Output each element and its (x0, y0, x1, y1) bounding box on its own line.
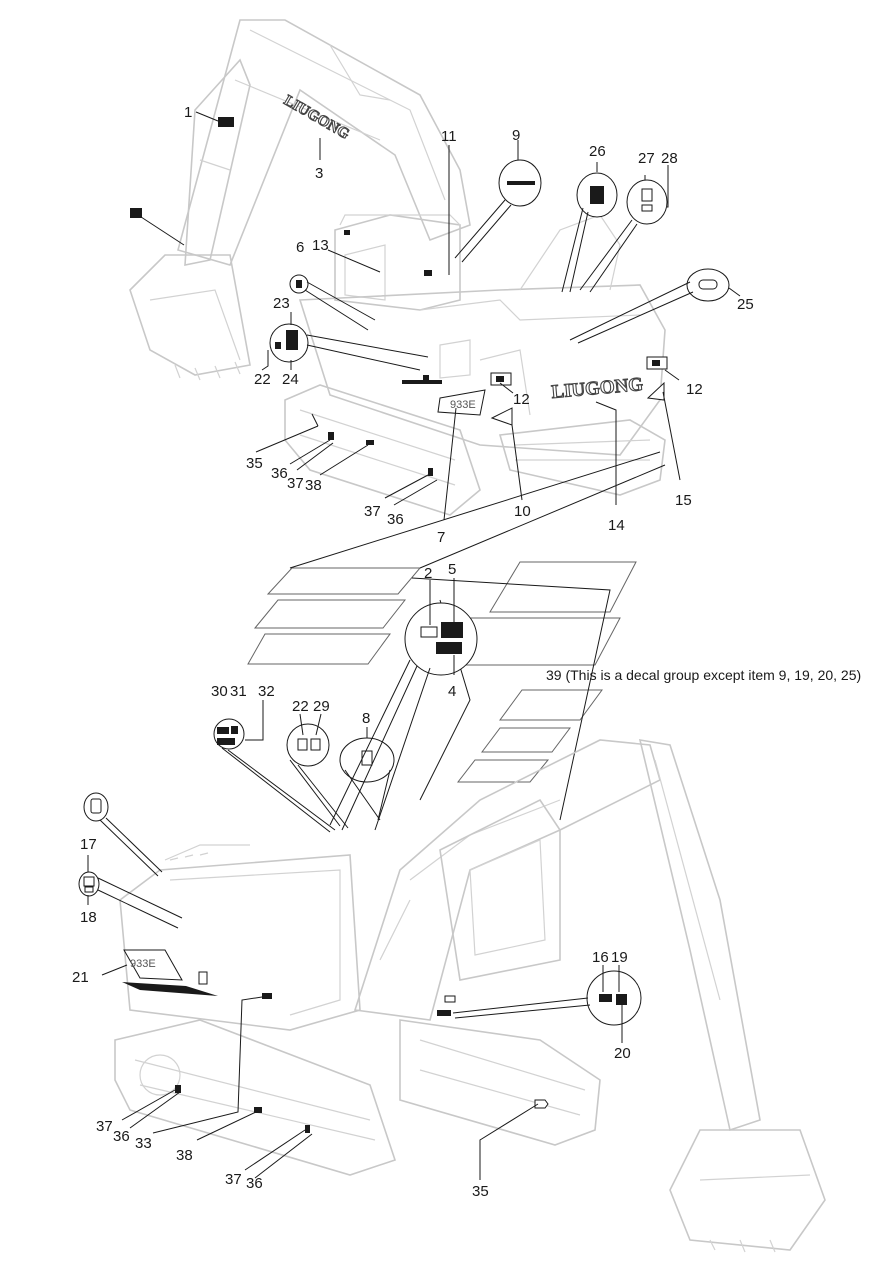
callout-2-4-5 (404, 602, 478, 676)
decal-35-bottom (534, 1099, 549, 1109)
decal-strips-left (247, 567, 422, 665)
decal-house (423, 375, 429, 383)
label-14: 14 (608, 517, 625, 534)
decal-38-top (366, 440, 374, 445)
label-19: 19 (611, 949, 628, 966)
decal-door (444, 995, 456, 1003)
label-36-bottom: 36 (113, 1128, 130, 1145)
label-12-right: 12 (686, 381, 703, 398)
label-37-top: 37 (287, 475, 304, 492)
label-22-mid: 22 (292, 698, 309, 715)
label-37-bottom: 37 (96, 1118, 113, 1135)
middle-leaders (221, 578, 455, 833)
decal-bucket (130, 208, 142, 218)
model-decal-top-text: 933E (450, 399, 476, 411)
bottom-excavator (114, 739, 826, 1253)
label-7: 7 (437, 529, 445, 546)
decal-16 (437, 1010, 451, 1016)
label-24: 24 (282, 371, 299, 388)
label-17: 17 (80, 836, 97, 853)
counterweight-brand-decal: LIUGONG (551, 374, 645, 403)
decal-37-bottom-b (305, 1125, 310, 1133)
label-36-top: 36 (271, 465, 288, 482)
label-36-bottom-b: 36 (246, 1175, 263, 1192)
decal-12-left-inner (496, 376, 504, 382)
decal-33 (262, 993, 272, 999)
label-5: 5 (448, 561, 456, 578)
label-16: 16 (592, 949, 609, 966)
label-32: 32 (258, 683, 275, 700)
decal-house-bottom (198, 971, 208, 985)
decal-37-top (328, 432, 334, 440)
label-10: 10 (514, 503, 531, 520)
decal-10 (490, 407, 513, 426)
label-9: 9 (512, 127, 520, 144)
number-labels: 1 3 6 9 11 13 23 22 24 26 27 28 25 12 12… (72, 104, 861, 1200)
label-35-top: 35 (246, 455, 263, 472)
label-28: 28 (661, 150, 678, 167)
label-38-bottom: 38 (176, 1147, 193, 1164)
top-leaders (137, 111, 741, 521)
label-18: 18 (80, 909, 97, 926)
label-4: 4 (448, 683, 456, 700)
label-13: 13 (312, 237, 329, 254)
label-2: 2 (424, 565, 432, 582)
decal-cab (424, 270, 432, 276)
decal-cab-top (344, 230, 350, 235)
label-26: 26 (589, 143, 606, 160)
note-39: 39 (This is a decal group except item 9,… (546, 667, 861, 683)
model-decal-bottom-text: 933E (130, 958, 156, 970)
label-37-top-b: 37 (364, 503, 381, 520)
decal-15 (646, 381, 665, 401)
decal-1 (218, 117, 234, 127)
label-30: 30 (211, 683, 228, 700)
callout-16-19-20 (586, 970, 642, 1026)
model-decal-top (437, 389, 486, 416)
label-29: 29 (313, 698, 330, 715)
label-27: 27 (638, 150, 655, 167)
side-stripe-bottom (122, 982, 218, 996)
label-36-top-b: 36 (387, 511, 404, 528)
side-stripe-top (402, 380, 442, 384)
label-33: 33 (135, 1135, 152, 1152)
decal-37-top-b (428, 468, 433, 476)
callout-22-29 (286, 723, 330, 767)
model-decal-bottom (123, 949, 183, 981)
label-31: 31 (230, 683, 247, 700)
label-15: 15 (675, 492, 692, 509)
label-37-bottom-b: 37 (225, 1171, 242, 1188)
top-excavator (129, 19, 666, 516)
bottom-leaders (87, 817, 623, 1180)
label-35-bottom: 35 (472, 1183, 489, 1200)
label-23: 23 (273, 295, 290, 312)
label-20: 20 (614, 1045, 631, 1062)
label-3: 3 (315, 165, 323, 182)
label-25: 25 (737, 296, 754, 313)
label-38-top: 38 (305, 477, 322, 494)
decal-12-right-inner (652, 360, 660, 366)
label-11: 11 (441, 128, 457, 145)
decal-37-bottom (175, 1085, 181, 1093)
label-6: 6 (296, 239, 304, 256)
decal-strips-right (444, 561, 637, 783)
label-22-top: 22 (254, 371, 271, 388)
decal-38-bottom (254, 1107, 262, 1113)
label-8: 8 (362, 710, 370, 727)
callout-27-28 (626, 179, 668, 225)
label-1: 1 (184, 104, 192, 121)
label-12-left: 12 (513, 391, 530, 408)
label-21: 21 (72, 969, 89, 986)
